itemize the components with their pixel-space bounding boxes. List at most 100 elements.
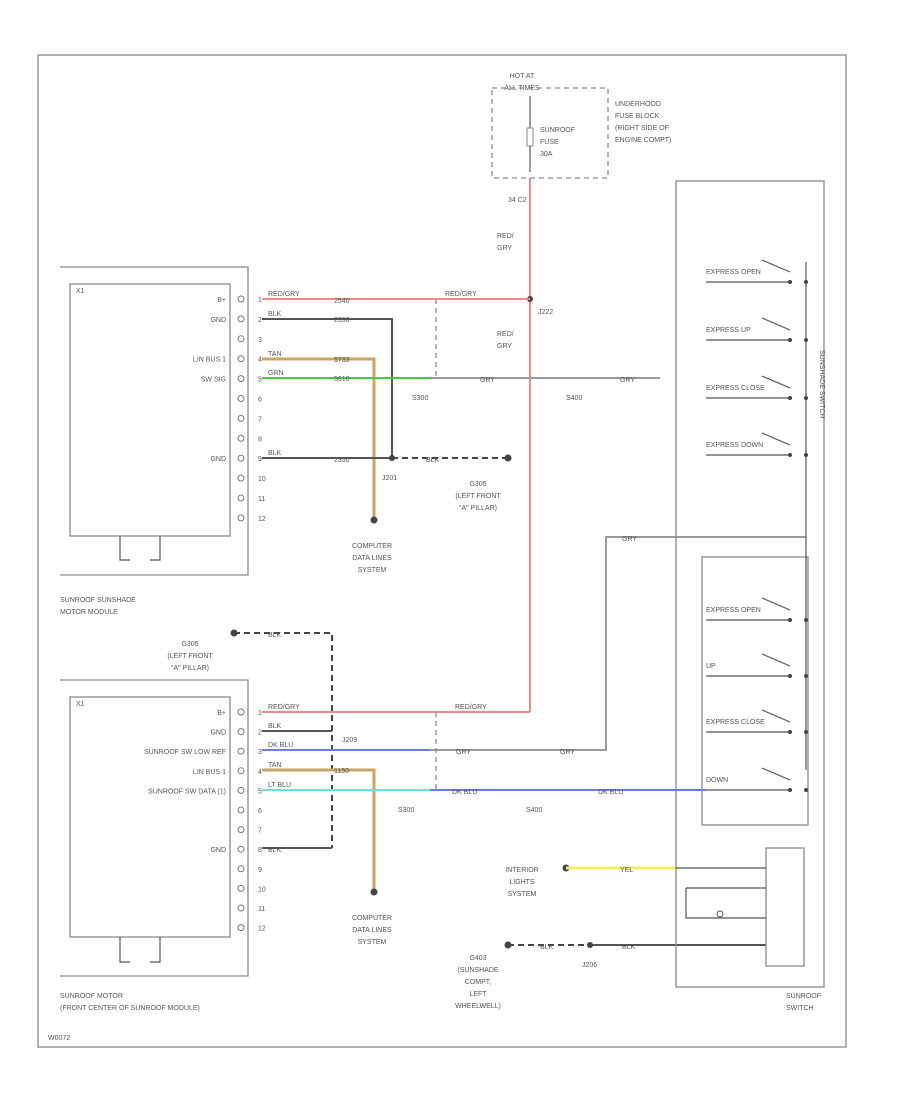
g403-2: (SUNSHADE (457, 967, 499, 974)
switch-top-blade-3 (761, 375, 791, 389)
switch-bot-bus-node-1 (804, 618, 808, 622)
fuse-pin-label: 34 C2 (508, 197, 527, 204)
fuse-name-1: SUNROOF (540, 127, 575, 134)
top-swsig-color: GRN (268, 370, 284, 377)
sunshade-pin-12 (237, 514, 245, 522)
diagram-frame (37, 54, 847, 1048)
sunshade-module-name-2: MOTOR MODULE (60, 609, 118, 616)
switch-top-contact-3 (788, 396, 792, 400)
fuse-icon (526, 127, 534, 147)
computer-data-bot-3: SYSTEM (358, 939, 387, 946)
sunshade-pin-num-12: 12 (258, 516, 266, 523)
fuse-name-3: 30A (540, 151, 553, 158)
g305-top-2: (LEFT FRONT (455, 493, 501, 500)
bot-ground-dashed (234, 632, 333, 848)
bot-swdata-blu-color-2: DK BLU (598, 789, 623, 796)
sunroof-motor-module: X1 SUNROOF MOTOR (FRONT CENTER OF SUNROO… (60, 679, 266, 1012)
sunshade-pin-num-1: 1 (258, 297, 262, 304)
sunshade-pin-5 (237, 375, 245, 383)
switch-name-1: SUNROOF (786, 993, 821, 1000)
sunshade-pin-7 (237, 414, 245, 422)
bot-lowref-color: DK BLU (268, 742, 293, 749)
top-swsig-gry-color: GRY (480, 377, 495, 384)
ground-g305-top-dot (504, 454, 512, 462)
switch-bot-blade-2 (761, 653, 791, 667)
splice-j201-dot (389, 455, 395, 461)
top-bplus-color: RED/GRY (268, 291, 300, 298)
g403-wire-color: BLK (540, 944, 554, 951)
switch-bot-contact-1 (788, 618, 792, 622)
sunroof-motor-bracket (119, 937, 161, 963)
computer-data-bot-dot (370, 888, 378, 896)
interior-lights-2: LIGHTS (509, 879, 535, 886)
bot-lowref-gry-color: GRY (456, 749, 471, 756)
top-gnd-color: BLK (268, 311, 282, 318)
sunshade-pin-label-1: B+ (217, 297, 226, 304)
switch-bot-contact-2 (788, 674, 792, 678)
bot-lin-wire (262, 768, 376, 890)
switch-illum-lamp-lines (685, 887, 766, 919)
top-gnd2-color: BLK (268, 450, 282, 457)
footer-code: W0072 (48, 1035, 70, 1042)
fuse-block-name-4: ENGINE COMPT) (615, 137, 671, 144)
sunshade-pin-num-5: 5 (258, 377, 262, 384)
g403-3: COMPT, (465, 979, 492, 986)
bot-gnd-color: BLK (268, 723, 282, 730)
sunroof-motor-pin-label-8: GND (210, 847, 226, 854)
top-lin-wire (262, 357, 376, 518)
switch-name-2: SWITCH (786, 1005, 814, 1012)
switch-top-contact-2 (788, 338, 792, 342)
sunroof-motor-pin-label-3: SUNROOF SW LOW REF (144, 749, 226, 756)
bot-bplus-color-2: RED/GRY (455, 704, 487, 711)
red-gry-label-1a: RED/ (497, 233, 514, 240)
red-gry-label-2a: RED/ (497, 331, 514, 338)
red-gry-label-2b: GRY (497, 343, 512, 350)
sunroof-motor-name-2: (FRONT CENTER OF SUNROOF MODULE) (60, 1005, 200, 1012)
switch-bot-label-4: DOWN (706, 777, 728, 784)
splice-j201-label: J201 (382, 475, 397, 482)
sunroof-motor-pin-8 (237, 845, 245, 853)
sunshade-pin-num-2: 2 (258, 317, 262, 324)
sunroof-motor-pin-num-4: 4 (258, 769, 262, 776)
sunshade-module-name-1: SUNROOF SUNSHADE (60, 597, 136, 604)
switch-bot-label-2: UP (706, 663, 716, 670)
sunroof-motor-pin-num-9: 9 (258, 867, 262, 874)
sunroof-motor-pin-10 (237, 884, 245, 892)
splice-j209-label: J209 (342, 737, 357, 744)
splice-s300-label: S300 (412, 395, 428, 402)
fuse-block-outline (491, 87, 609, 179)
sunroof-motor-pin-6 (237, 806, 245, 814)
splice-j222-label: J222 (538, 309, 553, 316)
bot-lowref-gry-wire (430, 536, 806, 751)
switch-top-bus-node-4 (804, 453, 808, 457)
fuse-block-name-2: FUSE BLOCK (615, 113, 660, 120)
g305-bot-3: "A" PILLAR) (171, 665, 209, 672)
sunshade-pin-label-2: GND (210, 317, 226, 324)
sunroof-motor-pin-7 (237, 826, 245, 834)
sunshade-pin-9 (237, 454, 245, 462)
switch-top-bus-node-1 (804, 280, 808, 284)
sunroof-motor-pin-11 (237, 904, 245, 912)
sunroof-motor-pin-num-8: 8 (258, 847, 262, 854)
g305-top-3: "A" PILLAR) (459, 505, 497, 512)
computer-data-top-dot (370, 516, 378, 524)
switch-bot-blade-1 (761, 597, 791, 611)
sunshade-pin-num-3: 3 (258, 337, 262, 344)
sunshade-pin-3 (237, 335, 245, 343)
hot-at-label-1: HOT AT (510, 73, 535, 80)
sunshade-pin-2 (237, 315, 245, 323)
sunshade-pin-4 (237, 355, 245, 363)
top-swsig-num: 5610 (334, 376, 350, 383)
switch-bot-contact-4 (788, 788, 792, 792)
g403-1: G403 (469, 955, 486, 962)
sunshade-pin-1 (237, 295, 245, 303)
top-bplus-color-2: RED/GRY (445, 291, 477, 298)
sunroof-motor-pin-num-6: 6 (258, 808, 262, 815)
sunroof-motor-inner (69, 696, 231, 938)
red-gry-label-1b: GRY (497, 245, 512, 252)
sunroof-motor-pin-num-12: 12 (258, 926, 266, 933)
switch-top-bus-node-3 (804, 396, 808, 400)
